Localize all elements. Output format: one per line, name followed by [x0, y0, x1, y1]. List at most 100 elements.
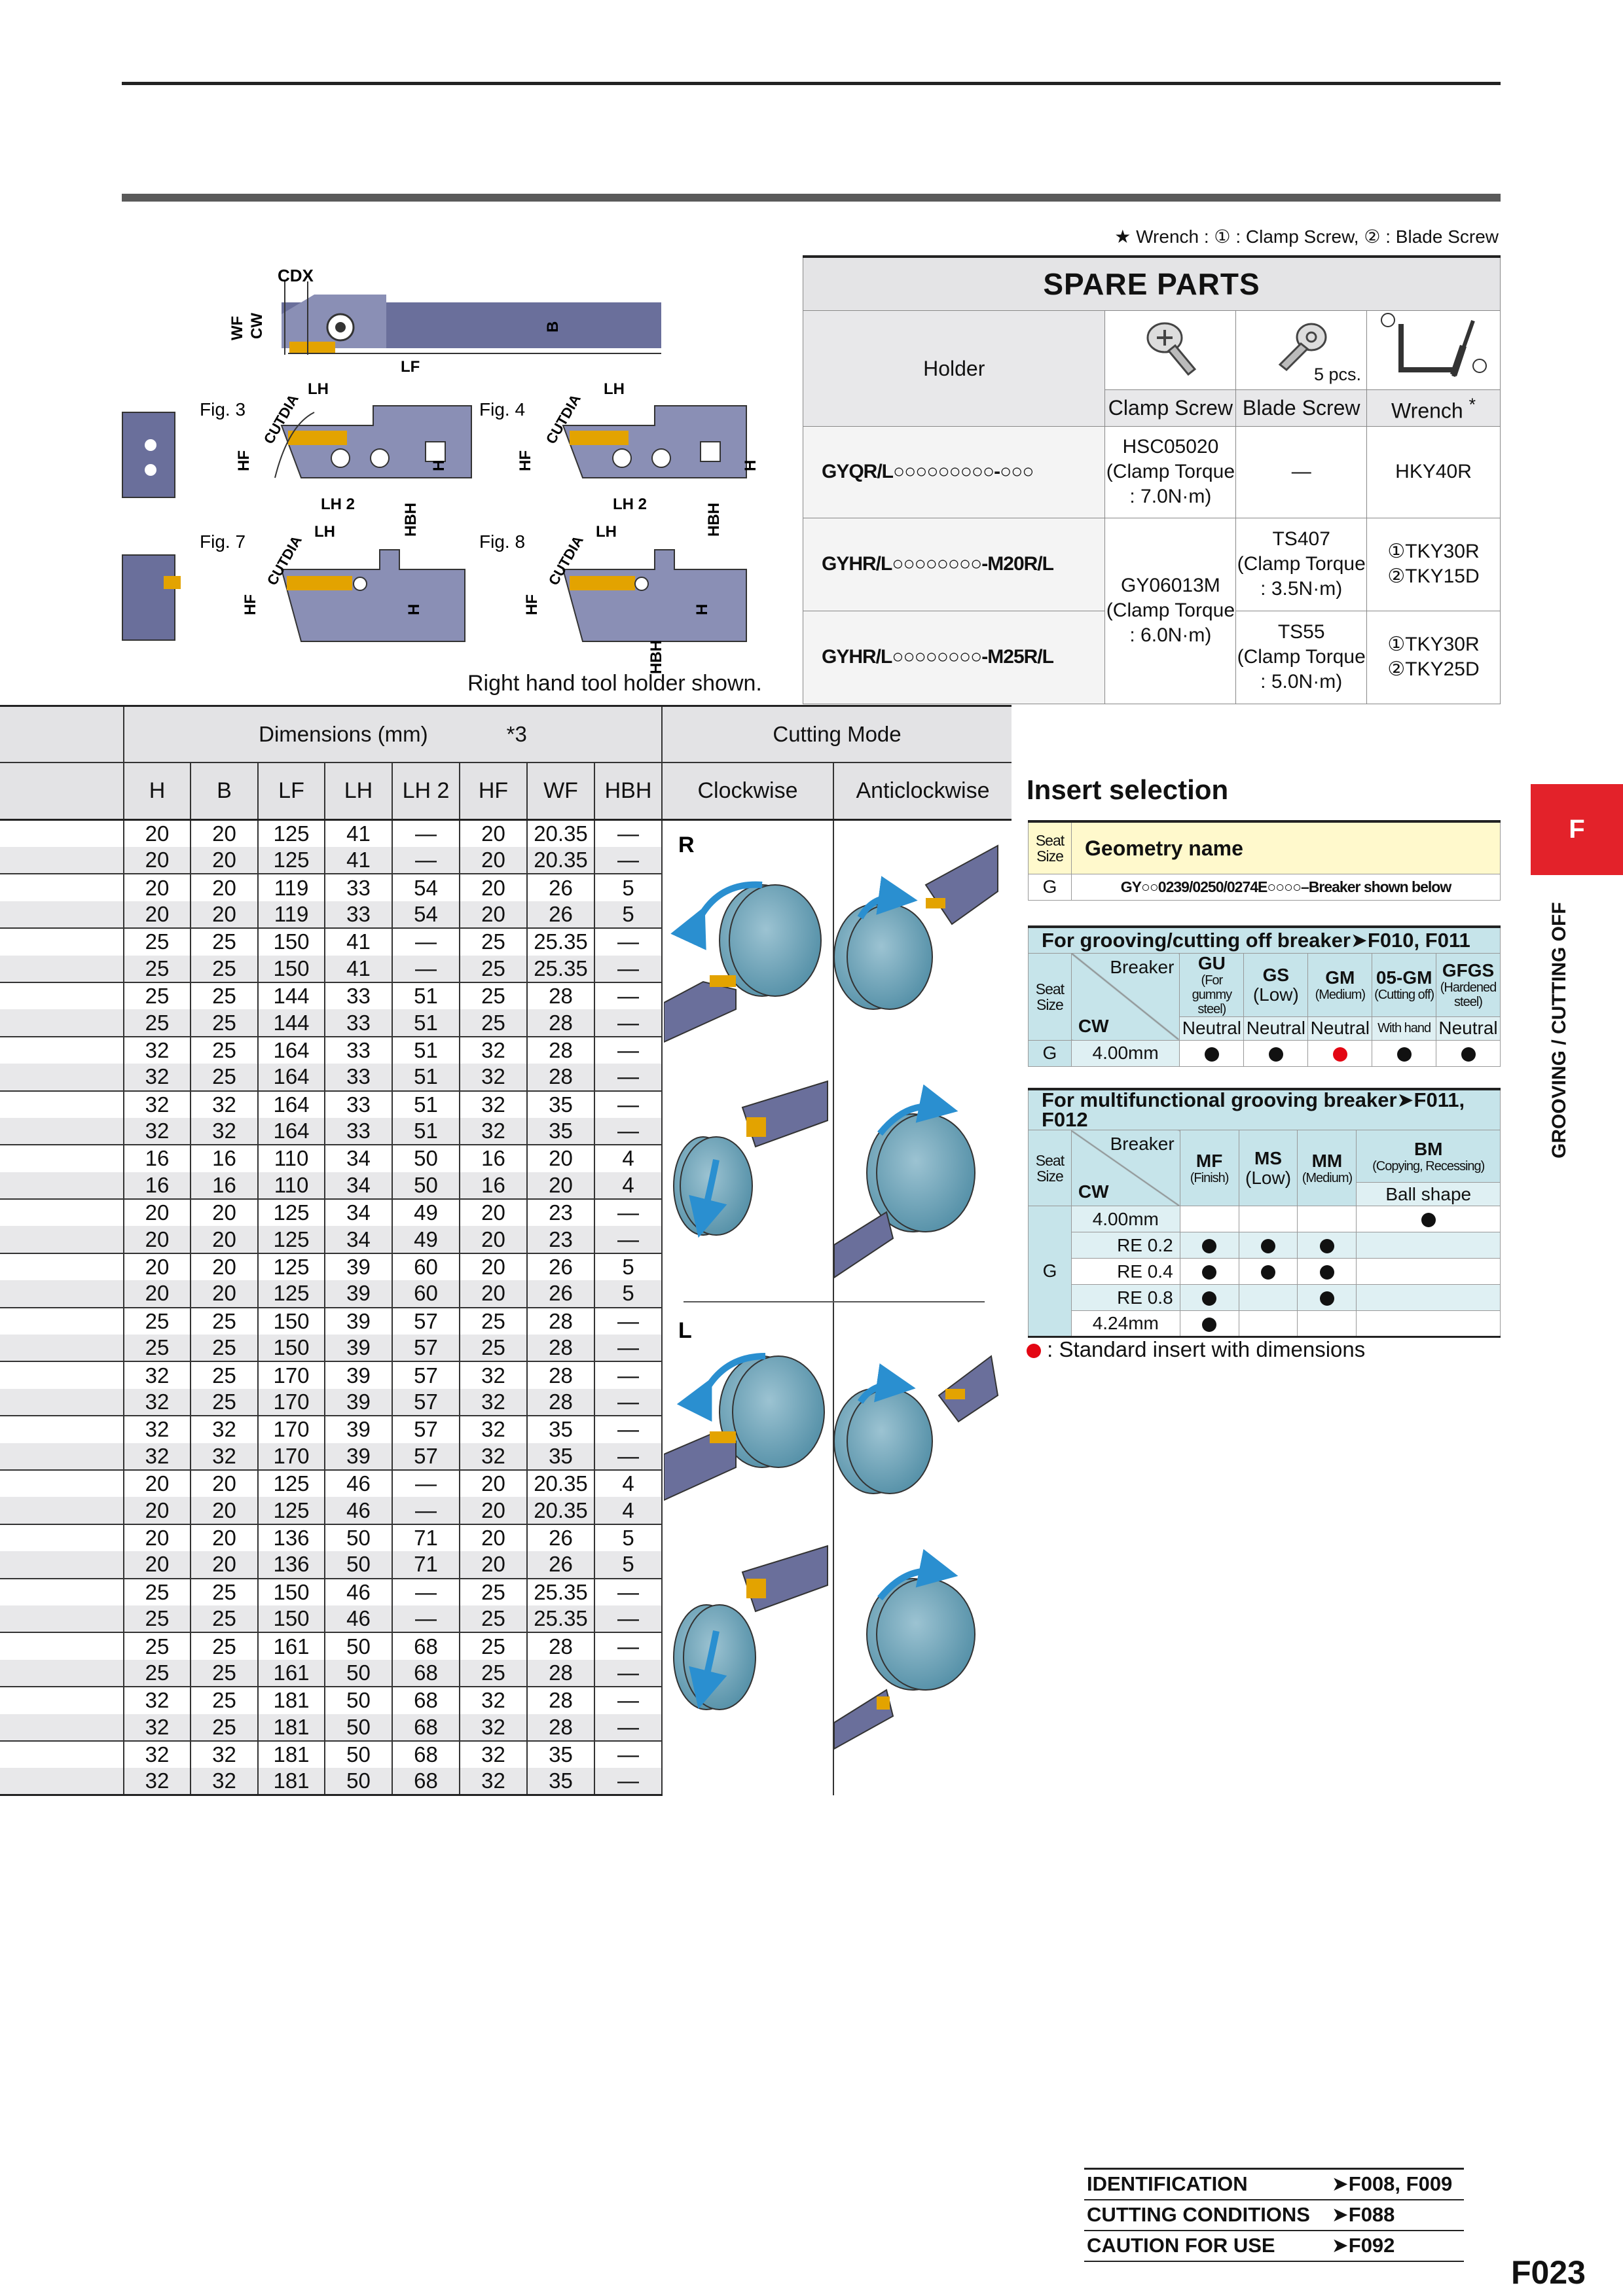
cell-wf: 28 [526, 1335, 594, 1362]
cell-wf: 20 [526, 1172, 594, 1200]
desc: (Medium) [1315, 987, 1366, 1002]
dot-mm [1297, 1232, 1357, 1259]
page-number: F023 [1511, 2254, 1586, 2291]
breaker-mf: MF(Finish) [1179, 1130, 1239, 1206]
desc: (Copying, Recessing) [1372, 1158, 1485, 1174]
row-code [0, 847, 124, 874]
cell-wf: 20.35 [526, 847, 594, 874]
top-view-drawing [282, 281, 661, 355]
cell-b: 25 [190, 1659, 258, 1687]
row-code [0, 927, 124, 956]
cell-hf: 20 [459, 819, 527, 847]
ref-caution[interactable]: CAUTION FOR USE [1084, 2230, 1329, 2262]
fig4-h: H [742, 460, 759, 471]
cell-hbh: 4 [594, 1497, 662, 1524]
label-b: B [544, 321, 562, 332]
wrench-code-2: ②TKY25D [1387, 658, 1480, 680]
cell-hbh: 5 [594, 901, 662, 929]
ref-identification[interactable]: IDENTIFICATION [1084, 2168, 1329, 2200]
fig7-hf: HF [242, 594, 259, 615]
ball-shape: Ball shape [1356, 1182, 1501, 1206]
cell-hf: 25 [459, 1306, 527, 1335]
cell-lh2: 68 [392, 1659, 460, 1687]
breaker-bm: BM(Copying, Recessing) [1356, 1130, 1501, 1183]
label-cdx: CDX [278, 266, 314, 285]
row-code [0, 1306, 124, 1335]
ref-cutting-conditions-page[interactable]: ➤F088 [1328, 2199, 1464, 2231]
cell-wf: 26 [526, 901, 594, 929]
dot-mm [1297, 1284, 1357, 1311]
cell-wf: 20.35 [526, 1497, 594, 1524]
holder-gyqr: GYQR/L○○○○○○○○○-○○○ [802, 425, 1106, 518]
cell-lh2: 68 [392, 1632, 460, 1660]
cell-hf: 25 [459, 1605, 527, 1633]
cell-hf: 32 [459, 1388, 527, 1416]
cell-b: 25 [190, 1713, 258, 1741]
clamp-torque: (Clamp Torque [1106, 461, 1235, 482]
cell-hbh: — [594, 955, 662, 982]
dot-gfgs [1436, 1039, 1501, 1067]
breaker-gs: GS(Low) [1243, 952, 1309, 1017]
row-code [0, 1497, 124, 1524]
cell-b: 20 [190, 1469, 258, 1498]
cell-lf: 181 [257, 1686, 325, 1714]
re-0-8: RE 0.8 [1070, 1284, 1180, 1311]
cell-lh2: 68 [392, 1686, 460, 1714]
ref-caution-page[interactable]: ➤F092 [1328, 2230, 1464, 2262]
cell-wf: 26 [526, 1551, 594, 1579]
cell-b: 25 [190, 1035, 258, 1064]
row-code [0, 1577, 124, 1605]
cell-hbh: — [594, 1009, 662, 1037]
cell-hf: 25 [459, 955, 527, 982]
cell-lh2: — [392, 955, 460, 982]
row-code [0, 1632, 124, 1660]
cell-hf: 20 [459, 1497, 527, 1524]
cell-hf: 20 [459, 873, 527, 901]
clamp-code: HSC05020 [1122, 436, 1219, 457]
col-clockwise: Clockwise [661, 762, 833, 821]
cell-lh: 39 [324, 1361, 392, 1389]
cell-lh: 50 [324, 1768, 392, 1797]
cell-wf: 26 [526, 1280, 594, 1308]
cell-lh: 39 [324, 1280, 392, 1308]
ref-cutting-conditions[interactable]: CUTTING CONDITIONS [1084, 2199, 1329, 2231]
cell-hbh: — [594, 1768, 662, 1797]
fig4-drawing [562, 405, 747, 478]
cell-h: 25 [123, 1306, 191, 1335]
cell-lh2: 71 [392, 1523, 460, 1552]
holder-gyhr-m20: GYHR/L○○○○○○○○-M20R/L [802, 517, 1106, 611]
cell-lf: 125 [257, 819, 325, 847]
wrench-code-1: ①TKY30R [1387, 634, 1480, 655]
section-title: GROOVING / CUTTING OFF [1548, 902, 1570, 1158]
cell-lh: 46 [324, 1497, 392, 1524]
cell-h: 32 [123, 1361, 191, 1389]
row-code [0, 1523, 124, 1552]
cell-b: 25 [190, 1335, 258, 1362]
section-tab[interactable]: F [1531, 784, 1623, 875]
geometry-table: Seat Size Geometry name G GY○○0239/0250/… [1028, 820, 1501, 901]
code: MS [1254, 1147, 1282, 1168]
mode-l-label: L [678, 1318, 692, 1343]
cell-lh2: 51 [392, 1035, 460, 1064]
cell-lh: 39 [324, 1306, 392, 1335]
cell-hbh: — [594, 1443, 662, 1470]
row-code [0, 1415, 124, 1443]
ref-identification-page[interactable]: ➤F008, F009 [1328, 2168, 1464, 2200]
breaker-gu: GU(For gummy steel) [1179, 952, 1245, 1017]
cell-h: 20 [123, 1551, 191, 1579]
code: GU [1197, 952, 1226, 973]
cell-lh: 50 [324, 1632, 392, 1660]
row-code [0, 901, 124, 928]
seat-size-label: Seat Size [1028, 821, 1072, 874]
cell-lh2: 51 [392, 1090, 460, 1118]
cell-hf: 25 [459, 927, 527, 956]
seat-size-g: G [1028, 873, 1072, 901]
row-code [0, 1009, 124, 1036]
multifunctional-breaker-table: For multifunctional grooving breaker➤F01… [1028, 1088, 1501, 1338]
cell-h: 20 [123, 847, 191, 874]
cell-h: 20 [123, 901, 191, 929]
cell-wf: 28 [526, 1388, 594, 1416]
cell-hf: 32 [459, 1740, 527, 1768]
cell-hbh: — [594, 1035, 662, 1064]
cell-wf: 20 [526, 1144, 594, 1172]
